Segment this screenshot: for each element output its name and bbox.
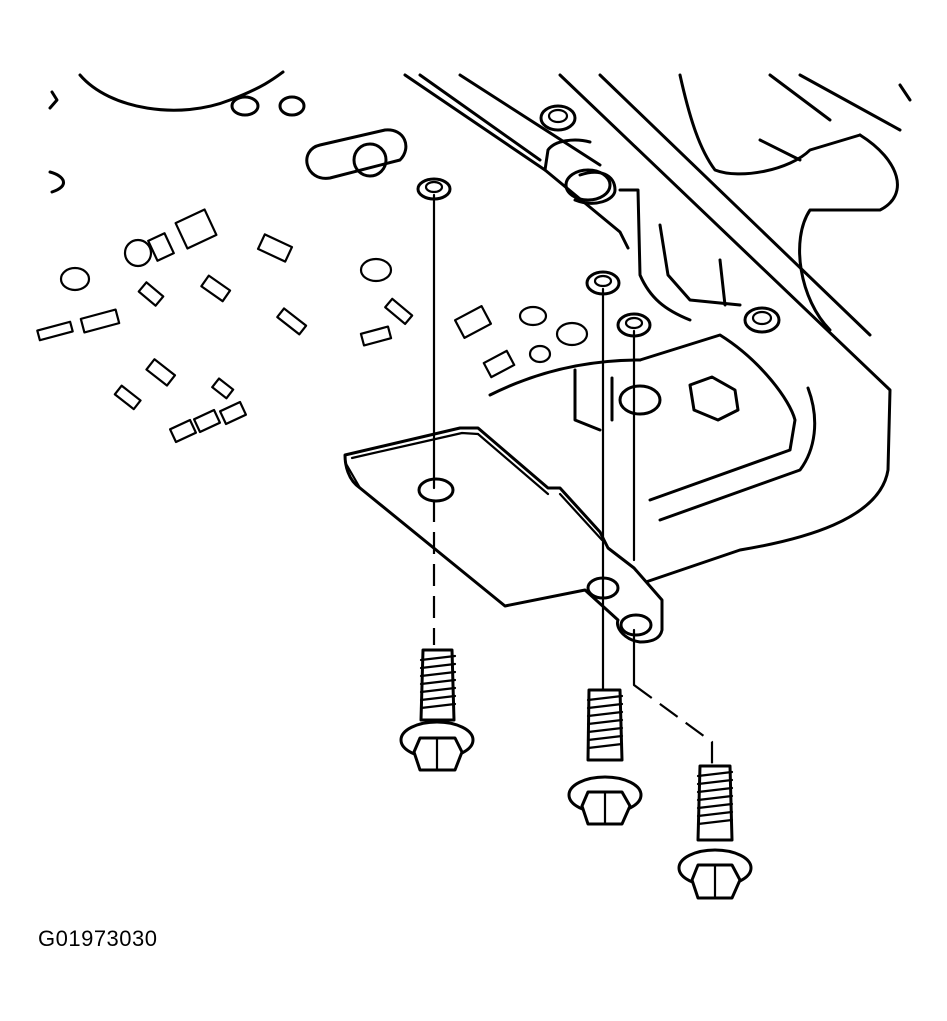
bolt-right <box>677 764 753 900</box>
bolt-left <box>399 648 475 772</box>
alignment-lines <box>432 193 714 765</box>
bracket <box>343 426 664 644</box>
figure-code: G01973030 <box>38 926 158 951</box>
bolt-middle <box>567 688 643 826</box>
